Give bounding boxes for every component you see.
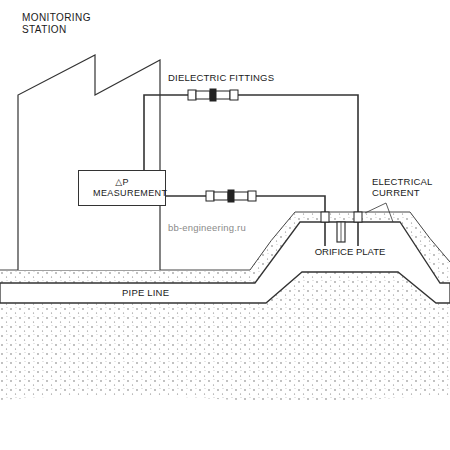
station-building (18, 55, 160, 270)
part-label: PIPE LINE (120, 287, 171, 298)
pressure-tap (354, 212, 362, 222)
callout-label: DIELECTRIC FITTINGS (168, 72, 274, 83)
callout-label: ELECTRICAL CURRENT (372, 176, 438, 199)
node-text: ORIFICE PLATE (300, 246, 400, 257)
orifice-plate-symbol (337, 222, 345, 242)
dielectric-fitting (206, 190, 256, 202)
station-building: MONITORING STATION △P MEASUREMENT (18, 10, 160, 270)
impulse-tube (144, 95, 358, 246)
leader-line (365, 203, 386, 213)
dielectric-fitting (188, 89, 238, 101)
pressure-tap (321, 212, 329, 222)
process-box: △P MEASUREMENT (78, 170, 166, 206)
orifice-label-box: ORIFICE PLATE (300, 246, 400, 257)
node-text: △P MEASUREMENT (93, 177, 151, 199)
orifice-plate-line (341, 222, 342, 242)
watermark: bb-engineering.ru (168, 222, 246, 233)
impulse-tube (166, 196, 325, 246)
node-text: MONITORING STATION (22, 12, 108, 36)
leader-line (386, 203, 393, 222)
